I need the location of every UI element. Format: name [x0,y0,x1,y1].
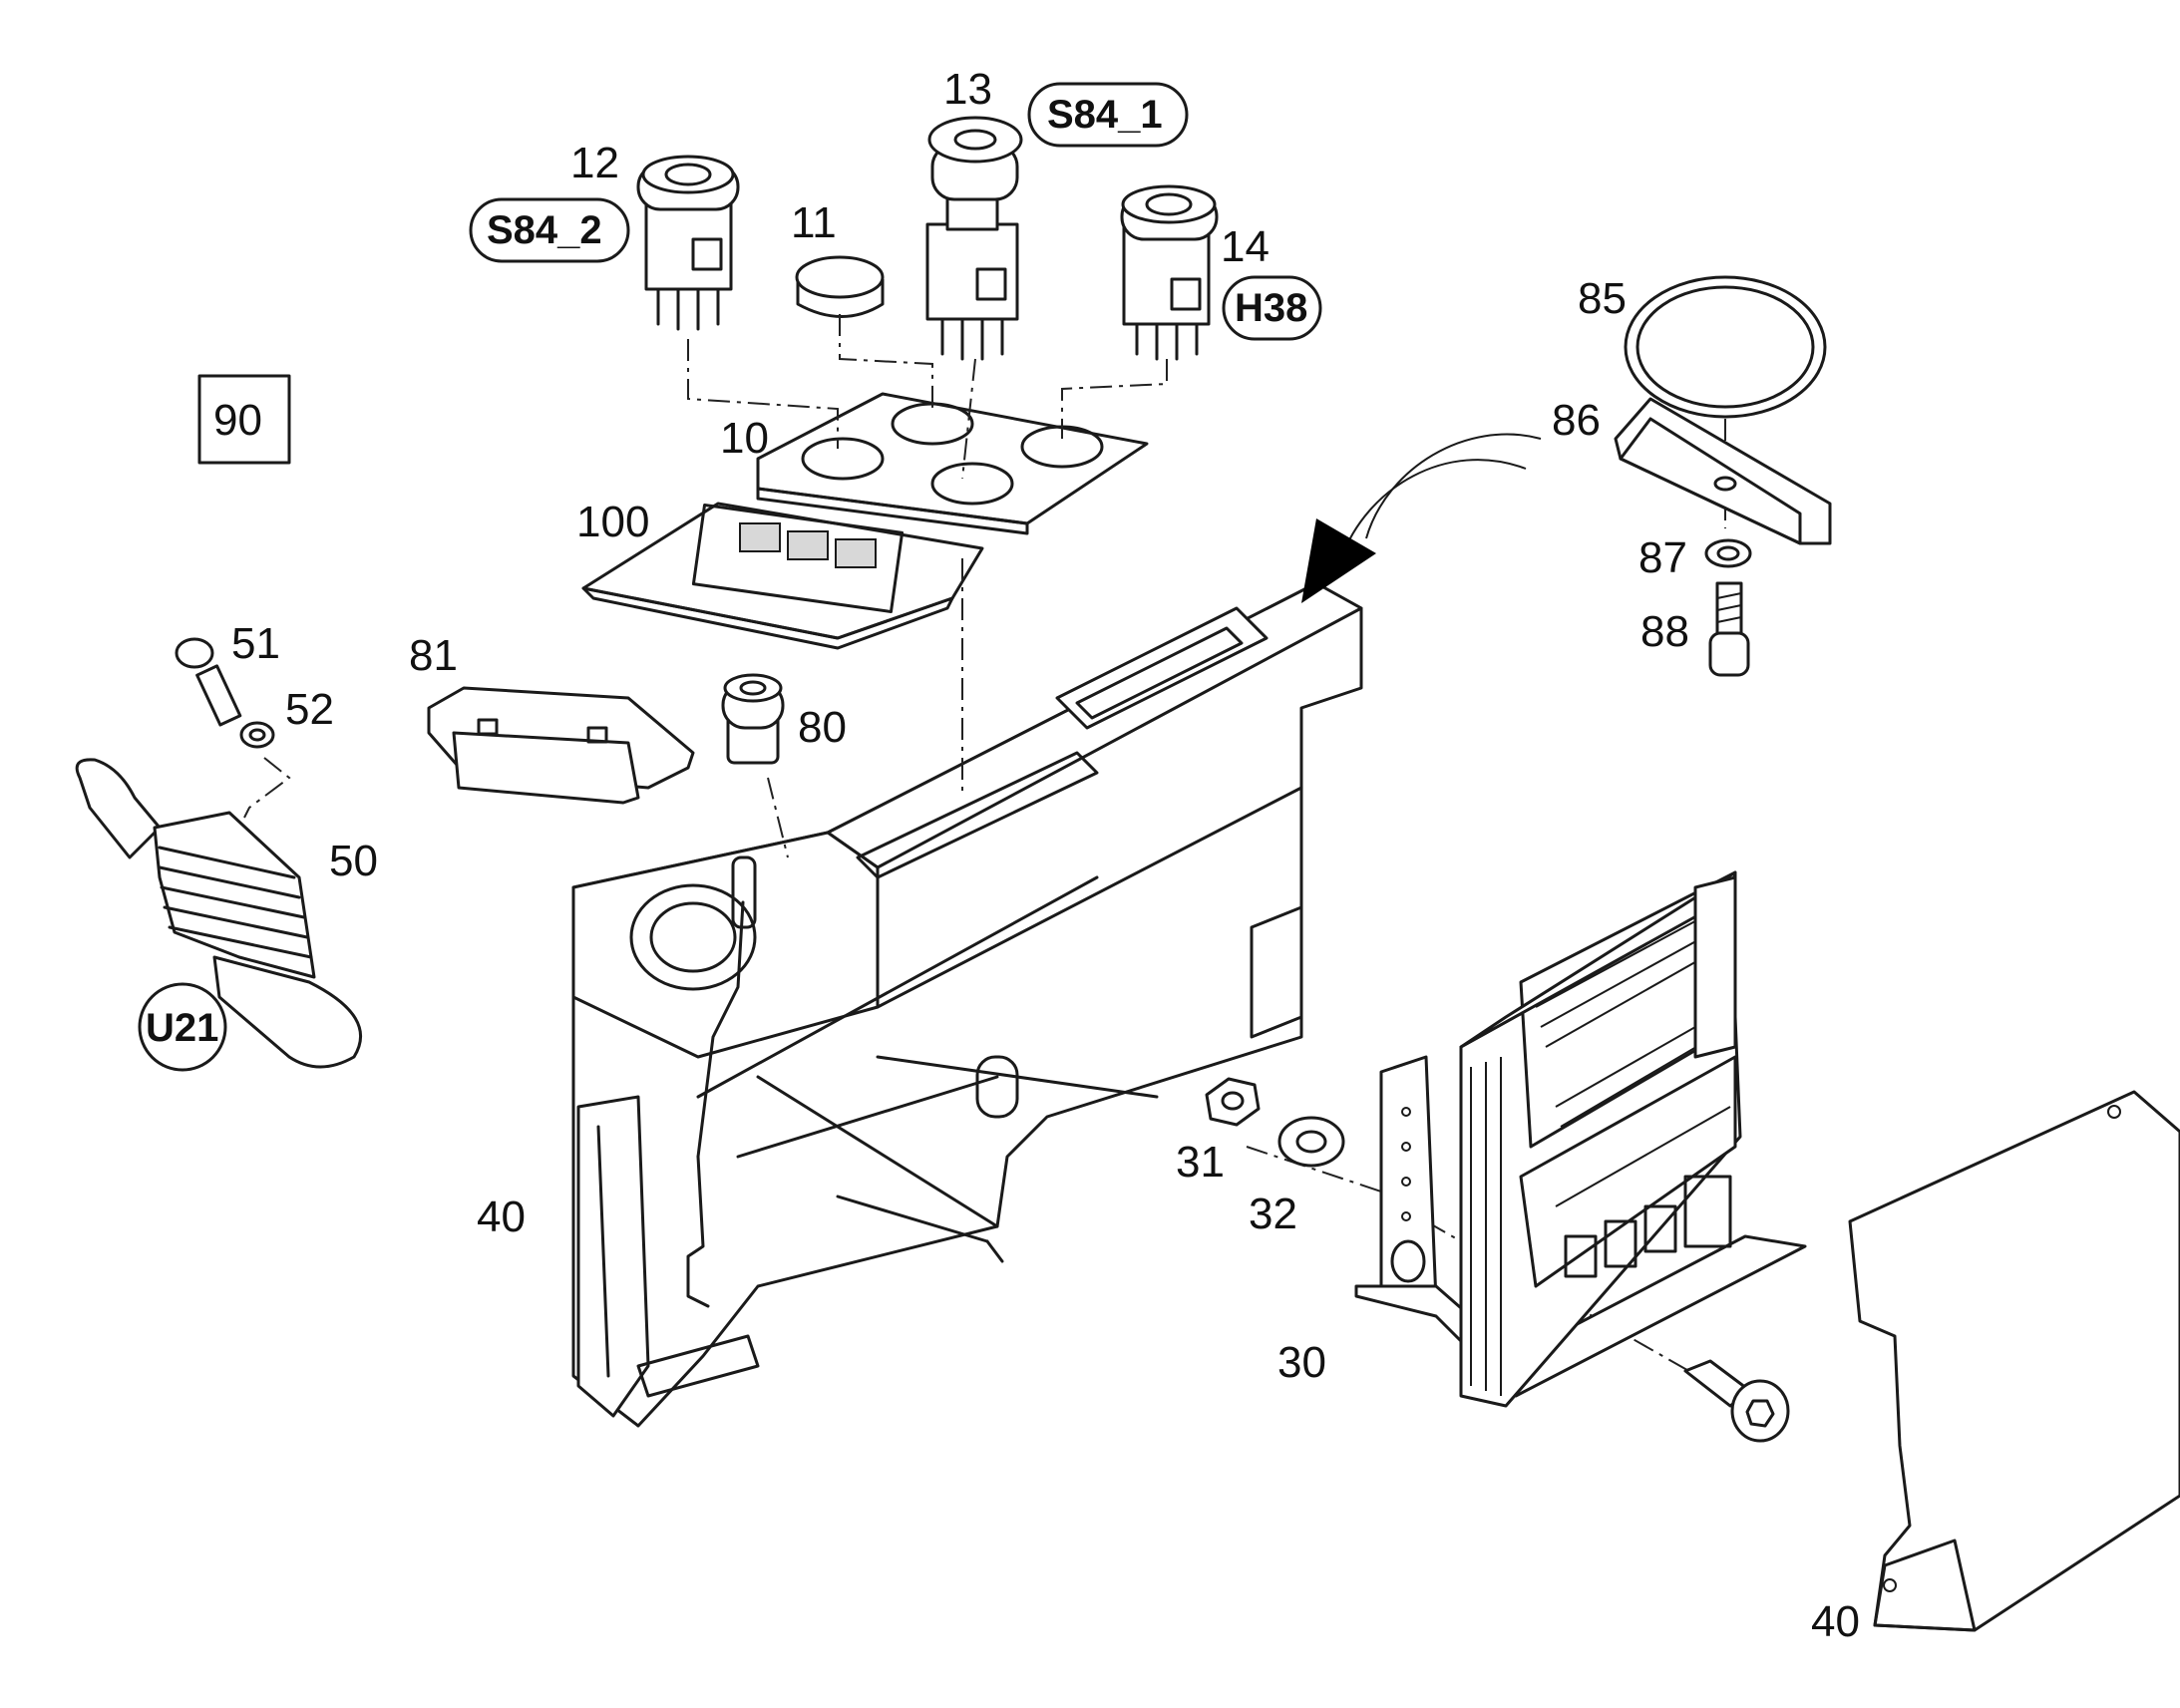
part-52-nut [239,721,275,749]
part-87-washer [1704,538,1752,568]
part-88-bolt [1708,581,1750,677]
label-10: 10 [720,414,769,463]
label-11: 11 [791,198,837,247]
tag-h38: H38 [1235,286,1307,330]
switch-14 [1120,184,1219,361]
label-87: 87 [1638,533,1687,582]
plug-11 [795,255,885,318]
label-13: 13 [943,65,992,114]
console-frame [571,581,1363,1428]
label-51: 51 [231,619,280,668]
tag-s84-2: S84_2 [487,208,602,252]
mounting-screw [1683,1359,1790,1443]
callout-labels: 10 11 12 13 14 30 31 32 40 40 50 51 52 8… [213,65,1860,1646]
part-40-side-cover [1848,1090,2180,1632]
label-50: 50 [329,837,378,885]
part-31-nut [1205,1077,1261,1127]
label-32: 32 [1249,1190,1297,1238]
part-90-box [197,374,291,465]
label-40-cover: 40 [1811,1597,1860,1646]
part-86-bracket [1614,397,1832,545]
part-32-washer [1277,1116,1345,1168]
switch-12 [636,155,740,331]
part-100-decal-plate [581,502,984,650]
label-100: 100 [576,498,649,546]
designator-tags: S84_1 S84_2 H38 U21 [138,82,1322,1072]
label-14: 14 [1221,222,1270,271]
label-81: 81 [409,631,458,680]
label-40-main: 40 [477,1193,526,1241]
tag-s84-1: S84_1 [1047,93,1163,137]
terminal-grid [1470,901,1731,1396]
part-85-gasket [1624,275,1827,419]
part-30-controller-bracket [1354,870,1807,1408]
part-80-socket [721,673,785,765]
tag-u21: U21 [146,1006,218,1050]
label-80: 80 [798,703,847,752]
part-51-screw [175,637,242,727]
label-90: 90 [213,396,262,445]
part-10-switch-plate [756,392,1149,535]
label-88: 88 [1640,607,1689,656]
part-50-joystick [75,758,363,1069]
label-30: 30 [1277,1338,1326,1387]
label-12: 12 [570,139,619,187]
part-81-tray [427,686,695,805]
switch-13 [925,116,1023,361]
location-arrow [1301,433,1542,603]
label-31: 31 [1176,1138,1225,1187]
label-85: 85 [1578,274,1627,323]
label-86: 86 [1552,396,1601,445]
label-52: 52 [285,685,334,734]
